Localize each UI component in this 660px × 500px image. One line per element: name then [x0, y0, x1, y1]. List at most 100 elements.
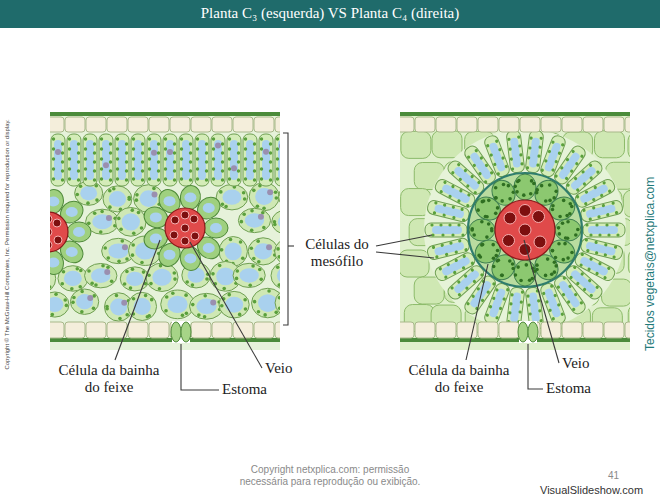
- chloroplast: [86, 201, 90, 205]
- chloroplast: [458, 177, 463, 182]
- chloroplast: [528, 146, 532, 150]
- chloroplast: [514, 273, 518, 277]
- part-label: Veio: [265, 360, 293, 377]
- vacuole: [102, 140, 110, 180]
- chloroplast: [278, 296, 280, 300]
- chloroplast: [508, 259, 512, 263]
- chloroplast: [116, 137, 119, 140]
- chloroplast: [189, 151, 192, 154]
- chloroplast: [93, 160, 96, 163]
- chloroplast: [77, 160, 80, 163]
- vacuole: [122, 213, 140, 230]
- nucleus: [106, 215, 112, 221]
- chloroplast: [212, 157, 215, 160]
- chloroplast: [80, 290, 84, 294]
- chloroplast: [132, 297, 136, 301]
- guard-cell: [171, 322, 181, 342]
- chloroplast: [237, 169, 240, 172]
- chloroplast: [141, 160, 144, 163]
- mesophyll-cell: [432, 131, 462, 158]
- chloroplast: [100, 167, 103, 170]
- chloroplast: [253, 151, 256, 154]
- epidermis-cell: [583, 322, 603, 338]
- chloroplast: [527, 156, 531, 160]
- chloroplast: [606, 213, 610, 217]
- epidermis-cell: [436, 117, 456, 132]
- xylem-vessel: [191, 232, 199, 240]
- part-label: Estoma: [222, 381, 267, 398]
- chloroplast: [259, 278, 263, 282]
- chloroplast: [434, 201, 438, 205]
- chloroplast: [221, 151, 224, 154]
- xylem-vessel: [171, 216, 179, 224]
- chloroplast: [78, 285, 82, 289]
- chloroplast: [244, 167, 247, 170]
- epidermis-cell: [212, 117, 232, 132]
- chloroplast: [119, 227, 123, 231]
- chloroplast: [189, 142, 192, 145]
- vacuole: [223, 190, 242, 205]
- chloroplast: [77, 169, 80, 172]
- chloroplast: [196, 157, 199, 160]
- epidermis-cell: [50, 117, 64, 132]
- epidermis-cell: [478, 322, 498, 338]
- chloroplast: [61, 169, 64, 172]
- chloroplast: [158, 287, 162, 291]
- chloroplast: [131, 253, 135, 257]
- chloroplast: [582, 182, 587, 187]
- chloroplast: [586, 249, 590, 253]
- vacuole: [434, 241, 465, 256]
- epidermis-cell: [625, 322, 630, 338]
- chloroplast: [564, 176, 568, 180]
- chloroplast: [109, 169, 112, 172]
- chloroplast: [472, 279, 477, 284]
- chloroplast: [148, 157, 151, 160]
- vacuole: [150, 212, 162, 222]
- chloroplast: [616, 233, 619, 236]
- chloroplast: [252, 189, 256, 193]
- epidermis-cell: [625, 117, 630, 132]
- chloroplast: [588, 163, 593, 168]
- spongy-mesophyll-cell: [248, 238, 278, 265]
- chloroplast: [566, 183, 571, 188]
- chloroplast: [108, 189, 112, 193]
- chloroplast: [525, 263, 529, 267]
- chloroplast: [137, 211, 141, 215]
- chloroplast: [110, 280, 114, 284]
- chloroplast: [518, 144, 522, 148]
- chloroplast: [595, 223, 598, 226]
- chloroplast: [448, 223, 451, 226]
- chloroplast: [221, 178, 224, 181]
- chloroplast: [603, 253, 607, 257]
- chloroplast: [196, 137, 199, 140]
- radial-mesophyll-cell: [583, 223, 625, 237]
- chloroplast: [125, 257, 129, 261]
- chloroplast: [548, 308, 552, 312]
- chloroplast: [492, 296, 496, 300]
- chloroplast: [253, 142, 256, 145]
- chloroplast: [544, 274, 548, 278]
- chloroplast: [180, 137, 183, 140]
- epidermis-cell: [520, 117, 540, 132]
- chloroplast: [205, 169, 208, 172]
- chloroplast: [557, 303, 561, 307]
- chloroplast: [129, 286, 133, 290]
- chloroplast: [459, 189, 463, 193]
- chloroplast: [443, 180, 447, 184]
- chloroplast: [580, 272, 585, 277]
- chloroplast: [75, 193, 79, 197]
- chloroplast: [595, 285, 600, 290]
- chloroplast: [256, 205, 260, 209]
- palisade-cell: [147, 134, 161, 186]
- chloroplast: [439, 190, 443, 194]
- chloroplast: [60, 282, 64, 286]
- epidermis-cell: [415, 322, 435, 338]
- chloroplast: [274, 190, 278, 194]
- chloroplast: [485, 235, 489, 239]
- chloroplast: [587, 278, 592, 283]
- chloroplast: [253, 178, 256, 181]
- vacuole: [150, 234, 162, 244]
- chloroplast: [518, 310, 522, 314]
- chloroplast: [276, 265, 280, 269]
